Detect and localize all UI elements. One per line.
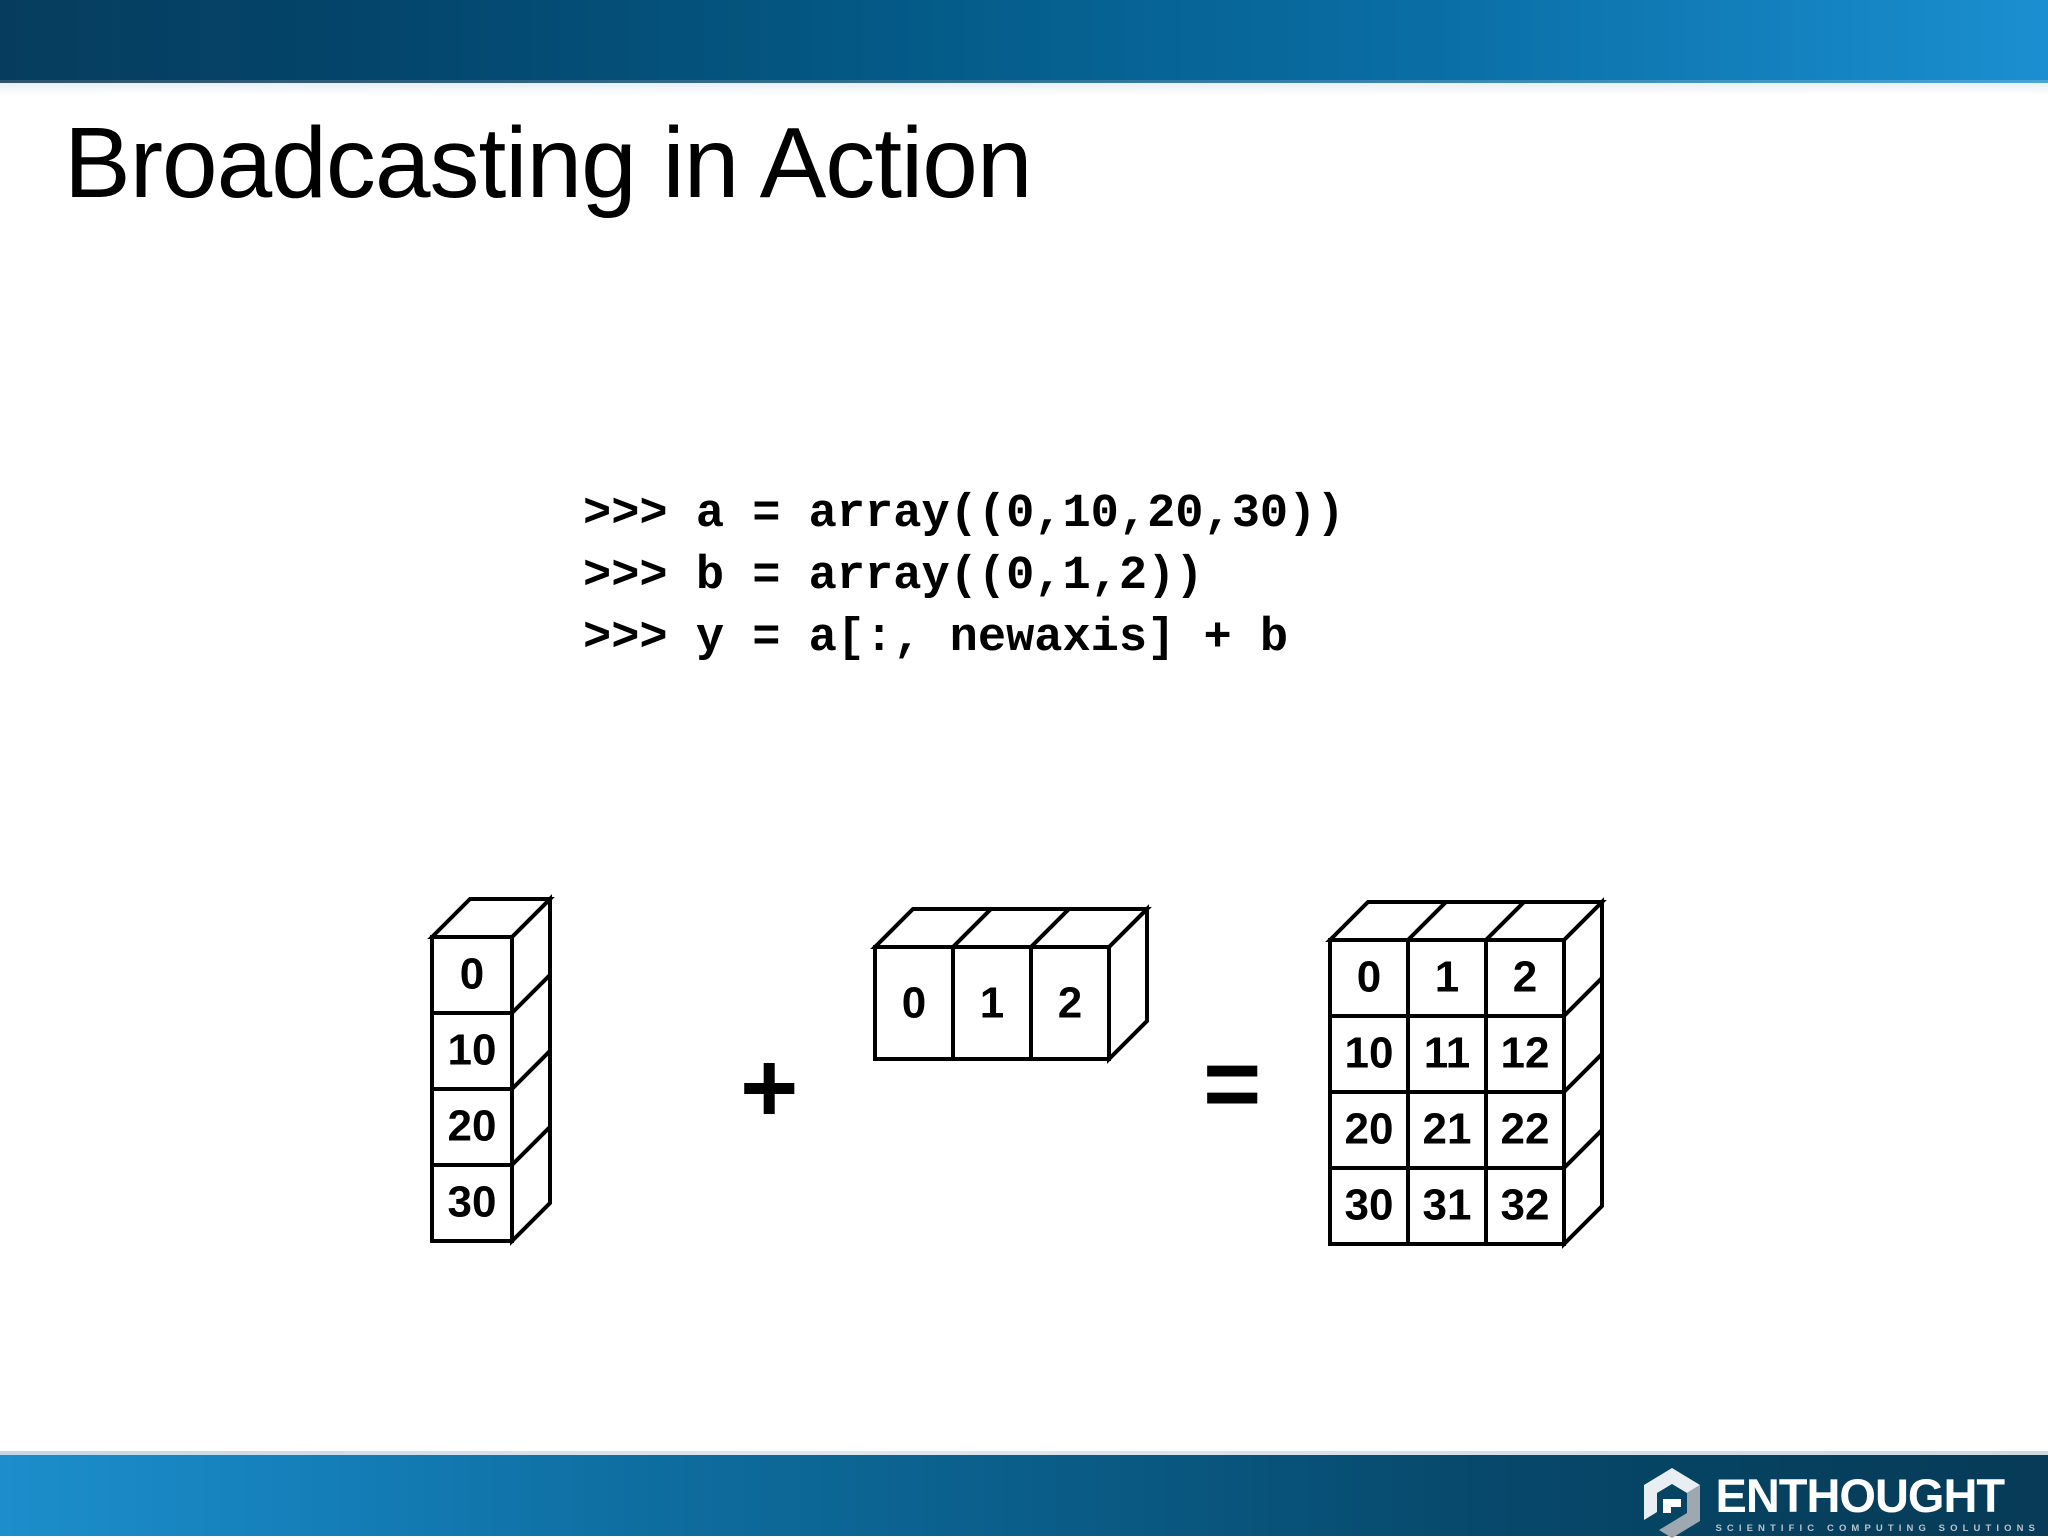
- enthought-wordmark: ENTHOUGHT: [1715, 1469, 2005, 1523]
- cell-label: 1: [980, 979, 1004, 1028]
- operand-a-labels: 0 10 20 30: [448, 950, 497, 1227]
- cell-label: 2: [1513, 953, 1537, 1002]
- cell-label: 31: [1423, 1181, 1472, 1230]
- cell-label: 1: [1435, 953, 1459, 1002]
- enthought-tagline: SCIENTIFIC COMPUTING SOLUTIONS: [1715, 1523, 2040, 1535]
- enthought-logo-text: ENTHOUGHT SCIENTIFIC COMPUTING SOLUTIONS: [1715, 1472, 2040, 1534]
- cell-label: 32: [1501, 1181, 1550, 1230]
- cell-label: 11: [1424, 1029, 1471, 1078]
- operand-a-box: [427, 894, 555, 1246]
- cell-label: 10: [448, 1026, 497, 1075]
- top-banner-fade: [0, 83, 2048, 95]
- enthought-logo-mark: [1644, 1468, 1701, 1538]
- result-grid-box: [1325, 897, 1607, 1249]
- page-title: Broadcasting in Action: [64, 107, 1033, 219]
- cell-label: 30: [448, 1178, 497, 1227]
- cell-label: 12: [1501, 1029, 1550, 1078]
- equals-operator: =: [1203, 1028, 1262, 1140]
- cell-label: 20: [448, 1102, 497, 1151]
- operand-b-labels: 0 1 2: [902, 979, 1082, 1028]
- cell-label: 0: [902, 979, 926, 1028]
- cell-label: 20: [1345, 1105, 1394, 1154]
- bottom-banner: [0, 1455, 2048, 1536]
- result-grid-labels: 0 1 2 10 11 12 20 21 22 30 31 32: [1345, 953, 1550, 1230]
- cell-label: 10: [1345, 1029, 1394, 1078]
- top-banner: [0, 0, 2048, 80]
- cell-label: 0: [460, 950, 484, 999]
- operand-b-box: [870, 904, 1152, 1064]
- enthought-logo: ENTHOUGHT SCIENTIFIC COMPUTING SOLUTIONS: [1641, 1466, 2040, 1540]
- plus-operator: +: [740, 1032, 799, 1144]
- cell-label: 21: [1423, 1105, 1472, 1154]
- cell-label: 22: [1501, 1105, 1550, 1154]
- code-block: >>> a = array((0,10,20,30)) >>> b = arra…: [583, 488, 1345, 665]
- cell-label: 2: [1058, 979, 1082, 1028]
- cell-label: 30: [1345, 1181, 1394, 1230]
- top-banner-edge: [0, 80, 2048, 83]
- cell-label: 0: [1357, 953, 1381, 1002]
- bottom-banner-edge: [0, 1451, 2048, 1455]
